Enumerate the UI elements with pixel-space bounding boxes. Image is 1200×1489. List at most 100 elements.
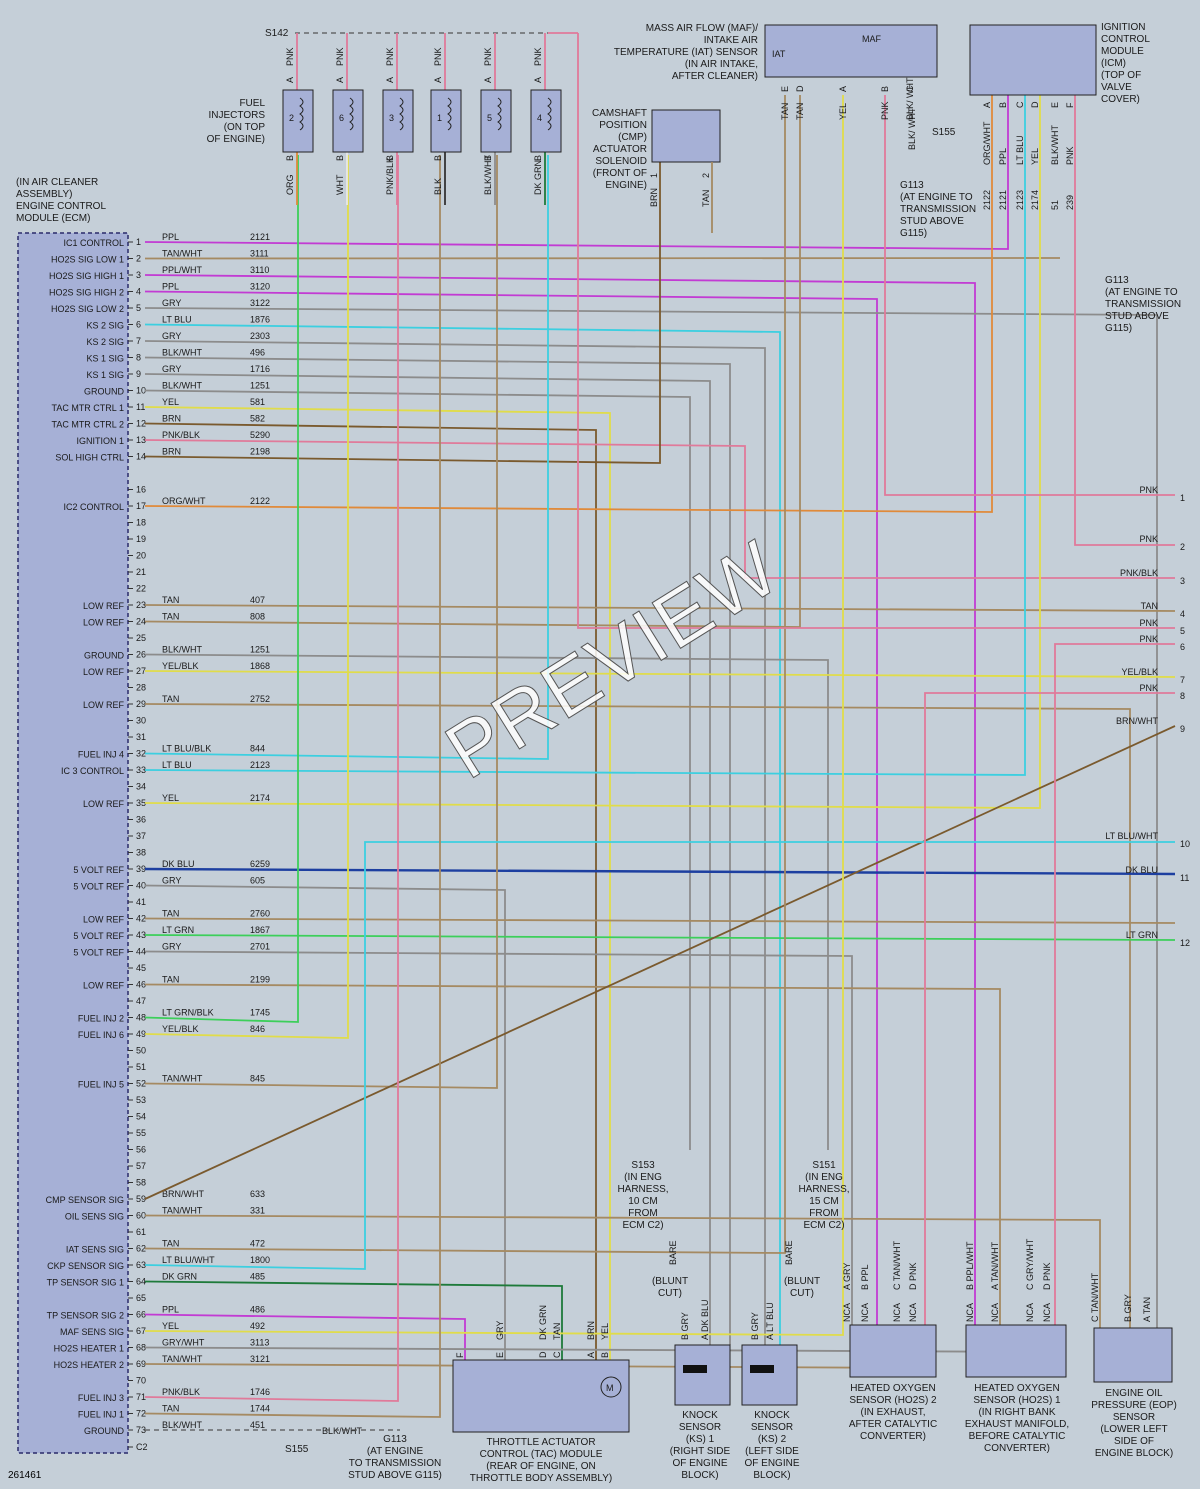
injector-wire-color-5: BLK/WHT — [483, 154, 493, 195]
icm-pin-C: C — [1015, 101, 1025, 108]
pin-wire-color-2: TAN/WHT — [162, 249, 203, 259]
wire-pin-1 — [144, 95, 1009, 250]
pin-function-11: TAC MTR CTRL 1 — [51, 403, 124, 413]
pin-number-44: 44 — [136, 947, 146, 957]
ho2s2-pin-A: A GRY — [842, 1263, 852, 1290]
pin-wire-color-60: TAN/WHT — [162, 1206, 203, 1216]
pin-function-71: FUEL INJ 3 — [78, 1393, 124, 1403]
pin-circuit-27: 1868 — [250, 661, 270, 671]
right-connector-number-7: 7 — [1180, 675, 1185, 685]
pin-circuit-67: 492 — [250, 1321, 265, 1331]
injector-number-3: 3 — [389, 113, 394, 123]
pin-function-59: CMP SENSOR SIG — [46, 1195, 124, 1205]
injector-number-5: 5 — [487, 113, 492, 123]
injector-pin-feed-5: PNK — [483, 47, 493, 66]
pin-number-12: 12 — [136, 419, 146, 429]
pin-function-68: HO2S HEATER 1 — [54, 1344, 124, 1354]
injector-coil-1 — [447, 97, 452, 131]
right-connector-color-7: YEL/BLK — [1121, 667, 1158, 677]
pin-circuit-26: 1251 — [250, 645, 270, 655]
injector-6 — [332, 89, 364, 153]
injector-pin-b-5: B — [483, 155, 493, 161]
pin-wire-color-73: BLK/WHT — [162, 1420, 203, 1430]
pin-wire-color-35: YEL — [162, 793, 179, 803]
cmp-pin-wire-2: TAN — [701, 190, 711, 207]
cmp-title: CAMSHAFT POSITION (CMP) ACTUATOR SOLENOI… — [592, 108, 647, 191]
blunt-cut-1: (BLUNT CUT) — [651, 1276, 689, 1299]
fuel-injectors: 2APNKBORG6APNKBWHT3APNKBPNK/BLK1APNKBBLK… — [282, 33, 562, 205]
wire-pin-12 — [144, 422, 597, 1360]
pin-wire-color-52: TAN/WHT — [162, 1074, 203, 1084]
injector-pin-a-3: A — [385, 77, 395, 83]
pin-number-49: 49 — [136, 1029, 146, 1039]
s153-label: S153 (IN ENG HARNESS, 10 CM FROM ECM C2) — [617, 1160, 669, 1231]
pin-circuit-42: 2760 — [250, 909, 270, 919]
pin-wire-color-72: TAN — [162, 1404, 179, 1414]
cmp-pin-1: 1 — [649, 173, 659, 178]
eop-pin-C: C TAN/WHT — [1090, 1272, 1100, 1322]
ho2s-2-sensor — [849, 1324, 937, 1378]
pin-function-43: 5 VOLT REF — [73, 931, 124, 941]
pin-wire-color-7: GRY — [162, 331, 181, 341]
wire-pin-29 — [144, 703, 1131, 1328]
pin-wire-color-49: YEL/BLK — [162, 1024, 199, 1034]
icm-pin-B: B — [998, 102, 1008, 108]
wire-pin-62 — [144, 95, 786, 1254]
pin-circuit-3: 3110 — [250, 265, 269, 275]
pin-circuit-2: 3111 — [250, 249, 269, 259]
wire-pin-8 — [144, 356, 731, 1345]
g113-bottom-label: G113 (AT ENGINE TO TRANSMISSION STUD ABO… — [348, 1434, 442, 1481]
wire-pin-43 — [144, 934, 1176, 941]
injector-3 — [382, 89, 414, 153]
pin-number-18: 18 — [136, 518, 146, 528]
tac-pin-wire-B: YEL — [600, 1323, 610, 1340]
injector-number-2: 2 — [289, 113, 294, 123]
icm-pin-circuit-E: 51 — [1050, 200, 1060, 210]
tac-motor-icon — [600, 1376, 622, 1398]
pin-function-67: MAF SENS SIG — [60, 1327, 124, 1337]
wire-pin-7 — [144, 340, 766, 1345]
pin-circuit-62: 472 — [250, 1239, 265, 1249]
pin-number-60: 60 — [136, 1211, 146, 1221]
pin-wire-color-29: TAN — [162, 694, 179, 704]
pin-circuit-14: 2198 — [250, 447, 270, 457]
wire-pnk-2 — [1074, 95, 1175, 546]
injector-coil-4 — [547, 97, 552, 131]
pin-function-40: 5 VOLT REF — [73, 882, 124, 892]
wire-pin-2 — [144, 257, 1061, 260]
pin-number-51: 51 — [136, 1062, 146, 1072]
pin-function-52: FUEL INJ 5 — [78, 1080, 124, 1090]
right-connector-number-6: 6 — [1180, 642, 1185, 652]
pin-function-33: IC 3 CONTROL — [61, 766, 124, 776]
ho2s1-nca-A: NCA — [990, 1303, 1000, 1322]
pin-wire-color-4: PPL — [162, 282, 179, 292]
eop-pin-B: B GRY — [1123, 1294, 1133, 1322]
ks1-element — [683, 1365, 707, 1373]
right-connector-number-3: 3 — [1180, 576, 1185, 586]
ho2s1-title: HEATED OXYGEN SENSOR (HO2S) 1 (IN RIGHT … — [964, 1383, 1070, 1454]
pin-number-13: 13 — [136, 435, 146, 445]
right-connector-color-10: LT BLU/WHT — [1105, 831, 1158, 841]
pin-function-4: HO2S SIG HIGH 2 — [49, 288, 124, 298]
ho2s2-pin-C: C TAN/WHT — [892, 1240, 902, 1290]
pin-wire-color-10: BLK/WHT — [162, 381, 203, 391]
pin-number-9: 9 — [136, 369, 141, 379]
pin-function-7: KS 2 SIG — [86, 337, 124, 347]
pin-circuit-6: 1876 — [250, 315, 270, 325]
maf-pin-C: C — [905, 85, 915, 92]
pin-number-C2: C2 — [136, 1442, 148, 1452]
pin-function-46: LOW REF — [83, 981, 125, 991]
right-connector-color-8: PNK — [1139, 683, 1158, 693]
pin-circuit-66: 486 — [250, 1305, 265, 1315]
s142-label: S142 — [265, 28, 289, 39]
pin-wire-color-42: TAN — [162, 909, 179, 919]
pin-number-69: 69 — [136, 1359, 146, 1369]
pin-circuit-48: 1745 — [250, 1008, 270, 1018]
wire-pin-42 — [144, 917, 1176, 924]
right-connector-color-9: BRN/WHT — [1116, 716, 1158, 726]
wire-pnk-feed-5 — [577, 33, 1175, 629]
pin-number-30: 30 — [136, 716, 146, 726]
maf-iat-label: IAT — [772, 49, 786, 59]
icm-pin-wire-E: BLK/WHT — [1050, 124, 1060, 165]
pin-function-62: IAT SENS SIG — [66, 1245, 124, 1255]
